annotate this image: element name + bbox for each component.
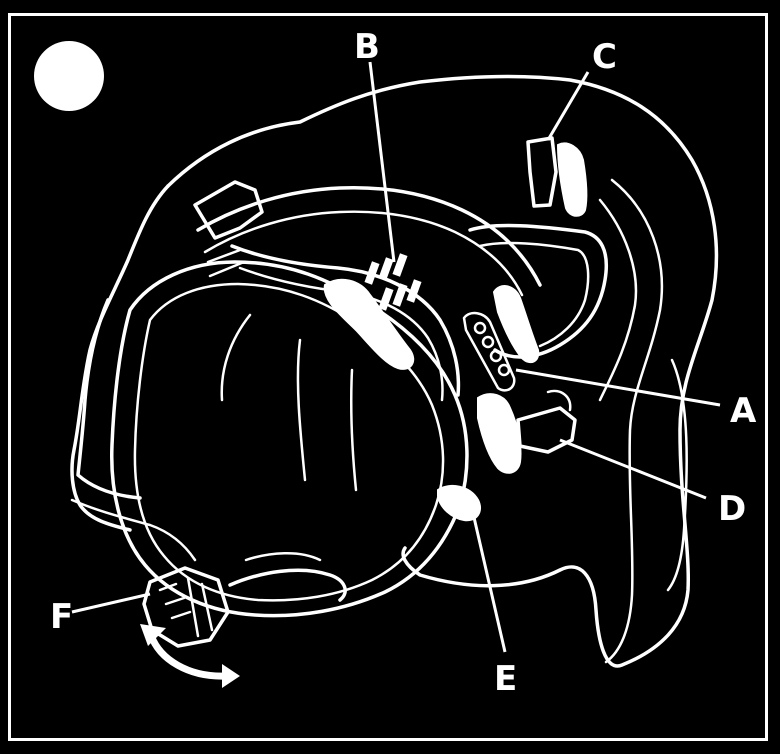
step-marker-circle [34,41,104,111]
rear-cradle [468,223,608,359]
diagram-frame [8,13,768,741]
adjustment-slots [364,253,422,311]
comfort-pad-bottom [437,484,482,522]
front-clip [193,180,264,240]
chin-strap-hint [220,313,358,492]
callout-label-f: F [50,597,73,637]
ratchet-knob [142,566,230,648]
headband-inner [133,282,445,602]
comfort-pad-top-right [556,142,588,217]
helmet-shell-rim-inner [598,198,638,402]
callout-label-d: D [718,489,746,529]
headband-outer [110,260,469,618]
top-clip [526,136,558,208]
callout-label-c: C [592,37,617,77]
height-adjust-holes [462,311,516,392]
helmet-shell-rim [604,178,664,664]
helmet-brim-lower [70,498,197,562]
leader-line-c [546,71,590,141]
rotation-arrow-icon [140,624,240,688]
rear-cradle-inner [478,241,590,348]
leader-line-d [559,438,707,500]
callout-label-b: B [354,27,380,67]
comfort-pad-lower [477,393,522,474]
callout-label-e: E [494,659,517,699]
helmet-shell-side-panel [666,358,688,592]
side-clip-hook [546,389,572,412]
leader-line-f [71,592,151,614]
helmet-brim-edge [76,298,142,500]
callout-label-a: A [730,391,757,431]
helmet-brim [70,184,170,532]
helmet-shell-outline [166,74,719,668]
rear-clip [516,406,577,454]
comfort-pad-left [323,278,415,370]
front-clip-slot [206,248,246,278]
nape-strap [228,568,347,602]
leader-line-e [468,499,507,653]
comfort-pad-center [492,285,540,364]
leader-line-a [515,368,721,407]
crown-strap-cross [230,244,461,397]
leader-line-b [368,61,396,263]
crown-strap-front-inner [203,210,524,297]
nape-strap-loop [244,552,322,562]
